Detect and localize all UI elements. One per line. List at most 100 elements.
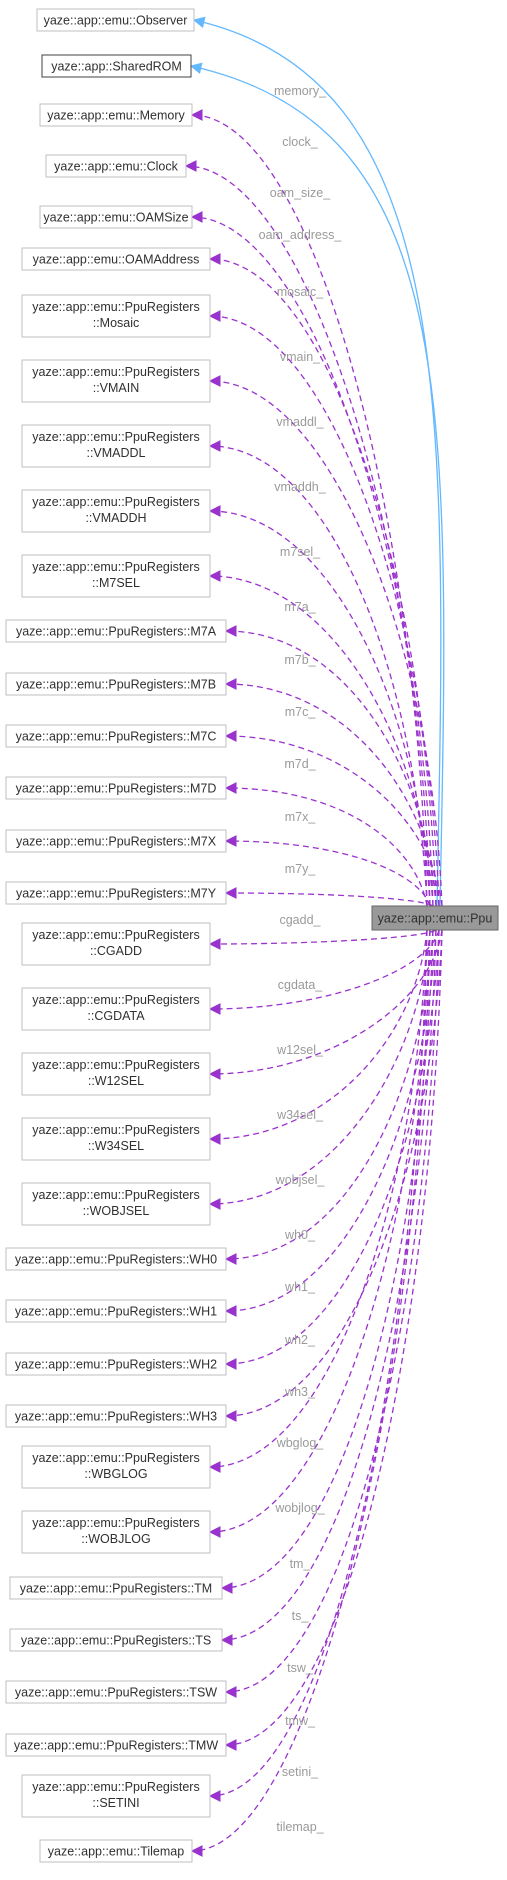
member-node-wbglog[interactable]: yaze::app::emu::PpuRegisters::WBGLOG xyxy=(21,1445,211,1489)
member-node-m7c[interactable]: yaze::app::emu::PpuRegisters::M7C xyxy=(5,724,227,748)
member-node-tilemap-label-line: yaze::app::emu::Tilemap xyxy=(48,1845,184,1859)
member-node-vmaddh-label-line: yaze::app::emu::PpuRegisters xyxy=(32,495,199,509)
member-node-setini[interactable]: yaze::app::emu::PpuRegisters::SETINI xyxy=(21,1774,211,1818)
edge-label-tsw: tsw_ xyxy=(287,1661,314,1675)
member-node-w12sel-label-line: ::W12SEL xyxy=(88,1074,144,1088)
usage-edge-tmw xyxy=(224,929,443,1751)
member-node-m7sel-label-line: yaze::app::emu::PpuRegisters xyxy=(32,560,199,574)
base-class-sharedrom[interactable]: yaze::app::SharedROM xyxy=(41,54,192,78)
usage-edge-wh3 xyxy=(224,929,443,1422)
member-node-oam-address-box xyxy=(21,247,211,271)
member-node-m7sel[interactable]: yaze::app::emu::PpuRegisters::M7SEL xyxy=(21,554,211,598)
member-node-m7y[interactable]: yaze::app::emu::PpuRegisters::M7Y xyxy=(5,881,227,905)
member-node-tm-box xyxy=(9,1576,223,1600)
edge-label-tilemap: tilemap_ xyxy=(276,1820,324,1834)
member-node-m7b-box xyxy=(5,672,227,696)
member-node-m7b[interactable]: yaze::app::emu::PpuRegisters::M7B xyxy=(5,672,227,696)
member-node-mosaic[interactable]: yaze::app::emu::PpuRegisters::Mosaic xyxy=(21,294,211,338)
base-class-observer[interactable]: yaze::app::emu::Observer xyxy=(36,8,195,32)
member-node-mosaic-label-line: yaze::app::emu::PpuRegisters xyxy=(32,300,199,314)
member-node-w34sel-box xyxy=(21,1117,211,1161)
member-node-setini-label-line: ::SETINI xyxy=(92,1796,139,1810)
member-node-clock[interactable]: yaze::app::emu::Clock xyxy=(45,154,187,178)
member-node-wh1-box xyxy=(5,1299,227,1323)
member-node-vmaddh[interactable]: yaze::app::emu::PpuRegisters::VMADDH xyxy=(21,489,211,533)
member-node-tilemap[interactable]: yaze::app::emu::Tilemap xyxy=(39,1839,193,1863)
edge-label-wbglog: wbglog_ xyxy=(276,1436,325,1450)
edge-label-memory: memory_ xyxy=(274,84,327,98)
member-node-m7d[interactable]: yaze::app::emu::PpuRegisters::M7D xyxy=(5,776,227,800)
base-class-sharedrom-box xyxy=(41,54,192,78)
member-node-oam-address[interactable]: yaze::app::emu::OAMAddress xyxy=(21,247,211,271)
member-node-wh3[interactable]: yaze::app::emu::PpuRegisters::WH3 xyxy=(5,1404,227,1428)
member-node-vmain[interactable]: yaze::app::emu::PpuRegisters::VMAIN xyxy=(21,359,211,403)
member-node-wh1-label-line: yaze::app::emu::PpuRegisters::WH1 xyxy=(15,1305,217,1319)
member-node-wobjlog-label-line: ::WOBJLOG xyxy=(81,1532,150,1546)
member-node-wh3-label-line: yaze::app::emu::PpuRegisters::WH3 xyxy=(15,1410,217,1424)
member-node-memory-label-line: yaze::app::emu::Memory xyxy=(47,109,185,123)
member-node-ts-label-line: yaze::app::emu::PpuRegisters::TS xyxy=(21,1634,211,1648)
member-node-wh1[interactable]: yaze::app::emu::PpuRegisters::WH1 xyxy=(5,1299,227,1323)
edge-label-tmw: tmw_ xyxy=(285,1714,316,1728)
member-node-w12sel-label-line: yaze::app::emu::PpuRegisters xyxy=(32,1058,199,1072)
member-node-w34sel-label-line: ::W34SEL xyxy=(88,1139,144,1153)
member-node-wh0[interactable]: yaze::app::emu::PpuRegisters::WH0 xyxy=(5,1247,227,1271)
focus-node[interactable]: yaze::app::emu::Ppu xyxy=(371,905,499,931)
usage-edge-vmain xyxy=(208,375,443,907)
member-node-tm[interactable]: yaze::app::emu::PpuRegisters::TM xyxy=(9,1576,223,1600)
edge-label-vmaddl: vmaddl_ xyxy=(276,415,324,429)
member-node-w12sel[interactable]: yaze::app::emu::PpuRegisters::W12SEL xyxy=(21,1052,211,1096)
member-node-w34sel[interactable]: yaze::app::emu::PpuRegisters::W34SEL xyxy=(21,1117,211,1161)
member-node-wh0-label-line: yaze::app::emu::PpuRegisters::WH0 xyxy=(15,1253,217,1267)
member-node-memory[interactable]: yaze::app::emu::Memory xyxy=(39,103,193,127)
member-node-wh2[interactable]: yaze::app::emu::PpuRegisters::WH2 xyxy=(5,1352,227,1376)
member-node-wh2-box xyxy=(5,1352,227,1376)
member-node-vmaddl[interactable]: yaze::app::emu::PpuRegisters::VMADDL xyxy=(21,424,211,468)
edges xyxy=(184,16,445,1857)
edge-label-clock: clock_ xyxy=(282,135,318,149)
member-node-m7x[interactable]: yaze::app::emu::PpuRegisters::M7X xyxy=(5,829,227,853)
edge-label-wh3: wh3_ xyxy=(284,1385,316,1399)
edge-label-m7b: m7b_ xyxy=(284,653,316,667)
member-node-wobjlog-box xyxy=(21,1510,211,1554)
member-node-cgadd[interactable]: yaze::app::emu::PpuRegisters::CGADD xyxy=(21,922,211,966)
member-node-cgdata[interactable]: yaze::app::emu::PpuRegisters::CGDATA xyxy=(21,987,211,1031)
member-node-m7y-label-line: yaze::app::emu::PpuRegisters::M7Y xyxy=(16,887,217,901)
edge-labels: memory_clock_oam_size_oam_address_mosaic… xyxy=(259,84,343,1834)
edge-label-m7x: m7x_ xyxy=(285,810,317,824)
member-node-cgdata-box xyxy=(21,987,211,1031)
edge-label-wh1: wh1_ xyxy=(284,1280,316,1294)
edge-label-cgdata: cgdata_ xyxy=(278,978,324,992)
base-class-observer-label-line: yaze::app::emu::Observer xyxy=(44,14,188,28)
member-node-setini-label-line: yaze::app::emu::PpuRegisters xyxy=(32,1780,199,1794)
member-node-m7sel-box xyxy=(21,554,211,598)
member-node-setini-box xyxy=(21,1774,211,1818)
inheritance-edge-sharedrom xyxy=(189,62,445,907)
member-node-vmain-label-line: ::VMAIN xyxy=(93,381,140,395)
member-node-wh3-box xyxy=(5,1404,227,1428)
edge-label-oam-size: oam_size_ xyxy=(270,186,331,200)
usage-edge-wh1 xyxy=(224,929,437,1317)
member-node-vmaddh-label-line: ::VMADDH xyxy=(85,511,146,525)
member-node-m7a[interactable]: yaze::app::emu::PpuRegisters::M7A xyxy=(5,619,227,643)
member-node-ts-box xyxy=(9,1628,223,1652)
member-node-vmain-label-line: yaze::app::emu::PpuRegisters xyxy=(32,365,199,379)
member-node-ts[interactable]: yaze::app::emu::PpuRegisters::TS xyxy=(9,1628,223,1652)
usage-edge-cgadd xyxy=(208,929,437,950)
member-node-mosaic-box xyxy=(21,294,211,338)
edge-label-wobjlog: wobjlog_ xyxy=(274,1501,325,1515)
usage-edge-setini xyxy=(208,929,428,1802)
usage-edge-tsw xyxy=(224,929,440,1698)
edge-label-m7a: m7a_ xyxy=(284,600,316,614)
member-node-wobjsel[interactable]: yaze::app::emu::PpuRegisters::WOBJSEL xyxy=(21,1182,211,1226)
member-node-m7a-label-line: yaze::app::emu::PpuRegisters::M7A xyxy=(16,625,217,639)
member-node-oam-size[interactable]: yaze::app::emu::OAMSize xyxy=(39,205,193,229)
member-node-m7a-box xyxy=(5,619,227,643)
member-node-tsw[interactable]: yaze::app::emu::PpuRegisters::TSW xyxy=(5,1680,227,1704)
member-node-tmw[interactable]: yaze::app::emu::PpuRegisters::TMW xyxy=(5,1733,227,1757)
edge-label-m7c: m7c_ xyxy=(285,705,317,719)
edge-label-ts: ts_ xyxy=(292,1609,310,1623)
member-node-m7y-box xyxy=(5,881,227,905)
member-node-wobjlog[interactable]: yaze::app::emu::PpuRegisters::WOBJLOG xyxy=(21,1510,211,1554)
